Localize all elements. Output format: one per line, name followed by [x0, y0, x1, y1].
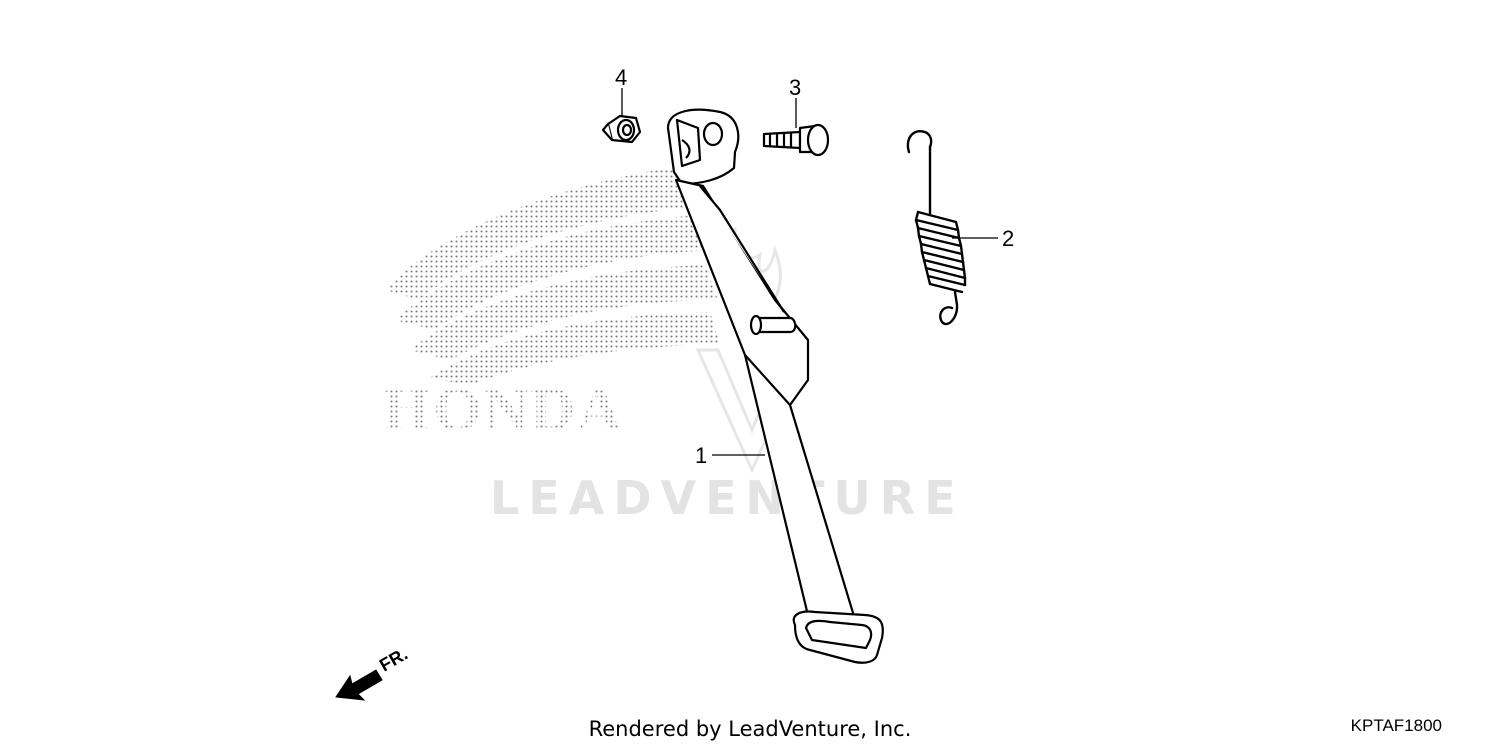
watermark-text: LEADVENTURE	[490, 471, 965, 525]
front-direction-indicator: FR.	[335, 644, 411, 701]
honda-wing-logo: HONDA	[383, 165, 720, 444]
front-label: FR.	[376, 644, 411, 676]
part-pivot-bolt[interactable]	[762, 123, 830, 157]
front-arrow-icon	[335, 669, 383, 701]
part-lock-nut[interactable]	[601, 114, 642, 144]
honda-brand-text: HONDA	[383, 376, 624, 444]
diagram-code: KPTAF1800	[1350, 716, 1442, 735]
callout-3[interactable]: 3	[789, 75, 801, 100]
callout-1[interactable]: 1	[695, 443, 707, 468]
part-stand-spring[interactable]	[906, 130, 967, 326]
leadventure-watermark: LEADVENTURE	[490, 226, 965, 525]
footer-credit: Rendered by LeadVenture, Inc.	[588, 717, 912, 741]
part-side-stand[interactable]	[666, 108, 884, 664]
callout-leader-lines	[621, 88, 998, 456]
callout-4[interactable]: 4	[615, 65, 627, 90]
callout-2[interactable]: 2	[1002, 226, 1014, 251]
